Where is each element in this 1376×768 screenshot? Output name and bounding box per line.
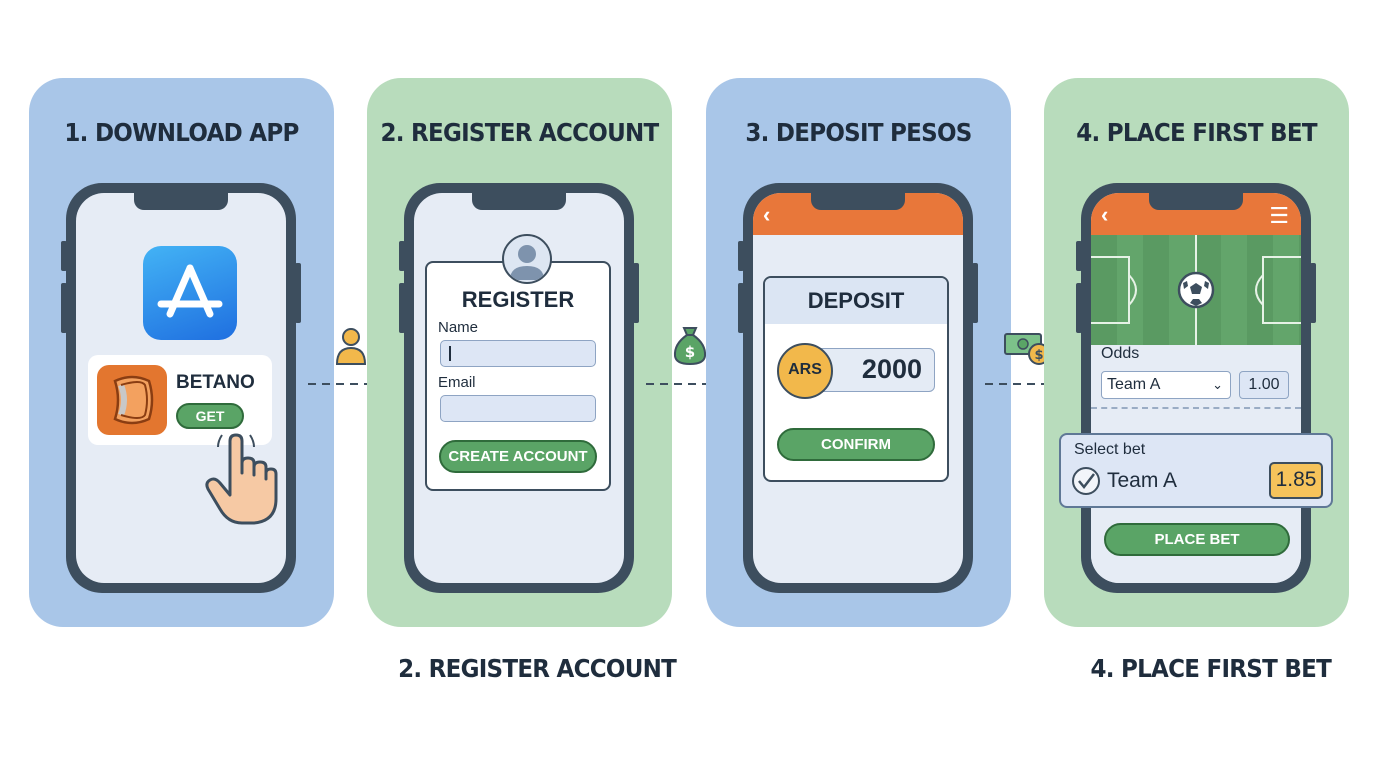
bet-odds: 1.85 <box>1269 462 1323 499</box>
email-label: Email <box>438 374 476 391</box>
email-field[interactable] <box>440 395 596 422</box>
step-1-panel: 1. DOWNLOAD APP <box>29 78 334 627</box>
betano-app-card[interactable]: BETANO GET <box>88 355 272 445</box>
deposit-title: DEPOSIT <box>765 278 947 324</box>
step-3-title: 3. DEPOSIT PESOS <box>745 118 972 147</box>
step-3-panel: 3. DEPOSIT PESOS ‹ DEPOSIT 2000 ARS CONF… <box>706 78 1011 627</box>
bet-team: Team A <box>1107 469 1178 492</box>
step-4-title: 4. PLACE FIRST BET <box>1076 118 1317 147</box>
bet-selection-card[interactable]: Select bet Team A 1.85 <box>1059 433 1333 508</box>
deposit-card: DEPOSIT 2000 ARS CONFIRM <box>763 276 949 482</box>
back-chevron-icon[interactable]: ‹ <box>1101 202 1109 227</box>
register-form: REGISTER Name Email CREATE ACCOUNT <box>425 261 611 491</box>
soccer-ball-icon <box>1177 271 1215 314</box>
phone-mockup: BETANO GET <box>61 183 301 593</box>
bottom-label-register: 2. REGISTER ACCOUNT <box>398 654 677 683</box>
money-bag-icon: $ <box>672 324 708 371</box>
phone-screen: REGISTER Name Email CREATE ACCOUNT <box>414 193 624 583</box>
odds-value: 1.00 <box>1239 371 1289 399</box>
svg-text:$: $ <box>685 343 695 361</box>
team-select-value: Team A <box>1107 376 1161 393</box>
bottom-label-place-bet: 4. PLACE FIRST BET <box>1090 654 1332 683</box>
checkmark-icon[interactable] <box>1072 467 1100 495</box>
app-store-icon[interactable] <box>143 246 237 340</box>
coin-icon: ARS <box>777 343 833 399</box>
phone-mockup: ‹ ☰ <box>1076 183 1316 593</box>
phone-screen: ‹ DEPOSIT 2000 ARS CONFIRM <box>753 193 963 583</box>
menu-icon[interactable]: ☰ <box>1269 203 1289 228</box>
avatar-icon <box>502 234 552 284</box>
step-2-panel: 2. REGISTER ACCOUNT REGISTER Name Email … <box>367 78 672 627</box>
phone-screen: ‹ ☰ <box>1091 193 1301 583</box>
step-2-title: 2. REGISTER ACCOUNT <box>380 118 659 147</box>
place-bet-button[interactable]: PLACE BET <box>1104 523 1290 556</box>
form-title: REGISTER <box>461 287 575 312</box>
tap-hand-icon <box>204 433 279 533</box>
get-button[interactable]: GET <box>176 403 244 429</box>
name-field[interactable] <box>440 340 596 367</box>
app-name: BETANO <box>176 372 255 393</box>
back-chevron-icon[interactable]: ‹ <box>763 202 771 227</box>
team-select[interactable]: Team A ⌄ <box>1101 371 1231 399</box>
divider <box>1091 407 1301 409</box>
step-4-panel: 4. PLACE FIRST BET ‹ ☰ <box>1044 78 1349 627</box>
phone-screen: BETANO GET <box>76 193 286 583</box>
create-account-button[interactable]: CREATE ACCOUNT <box>439 440 597 473</box>
select-bet-label: Select bet <box>1074 441 1146 458</box>
odds-label: Odds <box>1101 345 1140 362</box>
confirm-button[interactable]: CONFIRM <box>777 428 935 461</box>
svg-text:$: $ <box>1034 348 1043 363</box>
step-1-title: 1. DOWNLOAD APP <box>64 118 299 147</box>
soccer-pitch <box>1091 235 1301 345</box>
betano-logo-icon <box>97 365 167 435</box>
user-icon <box>334 326 368 371</box>
name-label: Name <box>438 319 479 336</box>
chevron-down-icon: ⌄ <box>1212 377 1223 392</box>
phone-mockup: REGISTER Name Email CREATE ACCOUNT <box>399 183 639 593</box>
phone-mockup: ‹ DEPOSIT 2000 ARS CONFIRM <box>738 183 978 593</box>
